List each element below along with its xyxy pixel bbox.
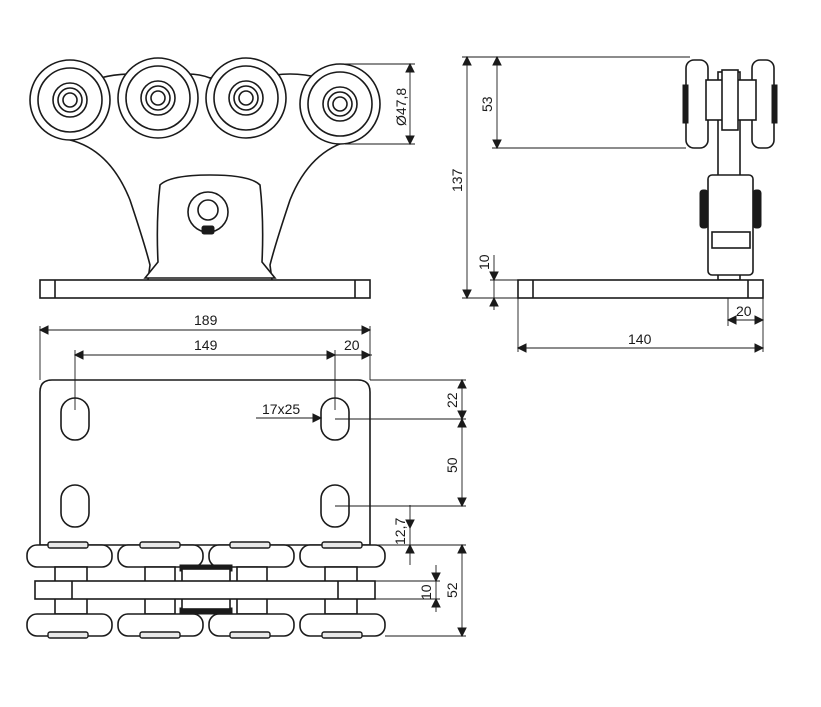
front-wheel-1 [29,59,111,141]
side-wheel-left-tread [682,84,689,124]
dim-hole-spacing: 149 [194,337,218,353]
dim-plate-thickness-side: 10 [476,254,492,270]
side-view: 137 53 10 140 20 [449,55,778,353]
front-eye-inner [197,199,219,221]
side-nut-right [752,189,762,229]
front-body-left-edge [69,139,151,281]
slot-bottom-left [60,484,90,528]
top-view: 189 149 20 17x25 22 50 12,7 [26,312,467,639]
front-wheel-4 [299,63,381,145]
dim-wheel-block-height: 52 [444,582,460,598]
dim-diameter: Ø47,8 [393,88,409,126]
side-axle [721,69,739,131]
side-lower-block [707,174,754,276]
dim-hole-edge-offset: 20 [344,337,360,353]
dim-plate-width: 189 [194,312,218,328]
top-plate [39,379,371,546]
dim-plate-to-wheel: 12,7 [392,518,408,545]
top-rail [34,580,376,600]
dim-slot-top-offset: 22 [444,392,460,408]
side-base-plate [517,279,764,299]
front-body-right-edge [269,139,353,281]
dim-base-depth: 140 [628,331,652,347]
side-wheel-left [685,59,709,149]
front-wheel-3 [205,57,287,139]
dim-slot-size: 17x25 [262,401,300,417]
top-rollers-upper [26,541,386,568]
front-view: Ø47,8 [29,57,415,299]
dim-rail-thickness: 10 [418,584,434,600]
dim-slot-spacing: 50 [444,457,460,473]
side-wheel-right-tread [771,84,778,124]
front-eye-nut [201,225,215,235]
dim-wheel-height: 53 [479,96,495,112]
side-lower-collar [711,231,751,249]
dim-height-total: 137 [449,168,465,192]
top-rollers-lower [26,613,386,639]
dim-side-offset: 20 [736,303,752,319]
front-wheel-2 [117,57,199,139]
side-nut-left [699,189,709,229]
front-base-plate [39,279,371,299]
